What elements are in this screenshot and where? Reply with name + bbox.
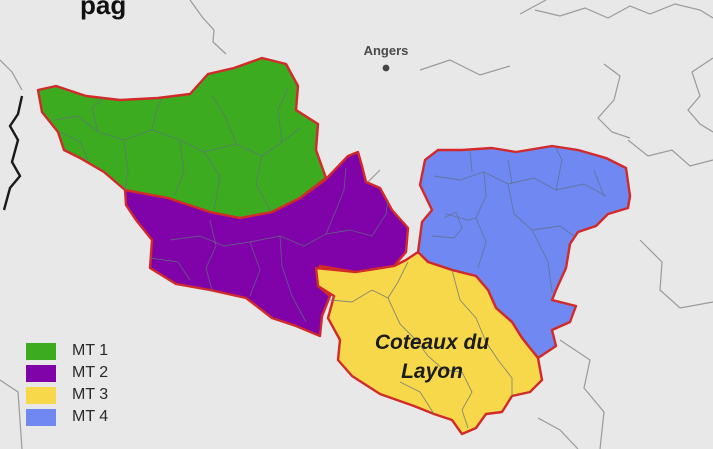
area-label-line1: Coteaux du [375, 331, 490, 354]
legend-label-mt2: MT 2 [72, 364, 109, 381]
river-left [2, 95, 24, 211]
legend-swatch-mt3 [26, 386, 56, 404]
title-fragment: pag [80, 0, 126, 20]
legend-label-mt4: MT 4 [72, 408, 109, 425]
legend-item-mt4: MT 4 [26, 406, 108, 428]
city-label: Angers [364, 43, 409, 58]
legend-item-mt3: MT 3 [26, 384, 108, 406]
commune-boundaries [53, 87, 607, 429]
border-left-top [0, 59, 23, 91]
zone-mt1 [36, 56, 328, 220]
legend-item-mt1: MT 1 [26, 340, 108, 362]
legend-swatch-mt1 [26, 342, 56, 360]
city-dot [382, 64, 390, 72]
area-label-line2: Layon [401, 360, 463, 383]
legend: MT 1 MT 2 MT 3 MT 4 [26, 340, 108, 428]
legend-label-mt3: MT 3 [72, 386, 109, 403]
legend-swatch-mt2 [26, 364, 56, 382]
legend-item-mt2: MT 2 [26, 362, 108, 384]
legend-label-mt1: MT 1 [72, 342, 109, 359]
legend-swatch-mt4 [26, 408, 56, 426]
